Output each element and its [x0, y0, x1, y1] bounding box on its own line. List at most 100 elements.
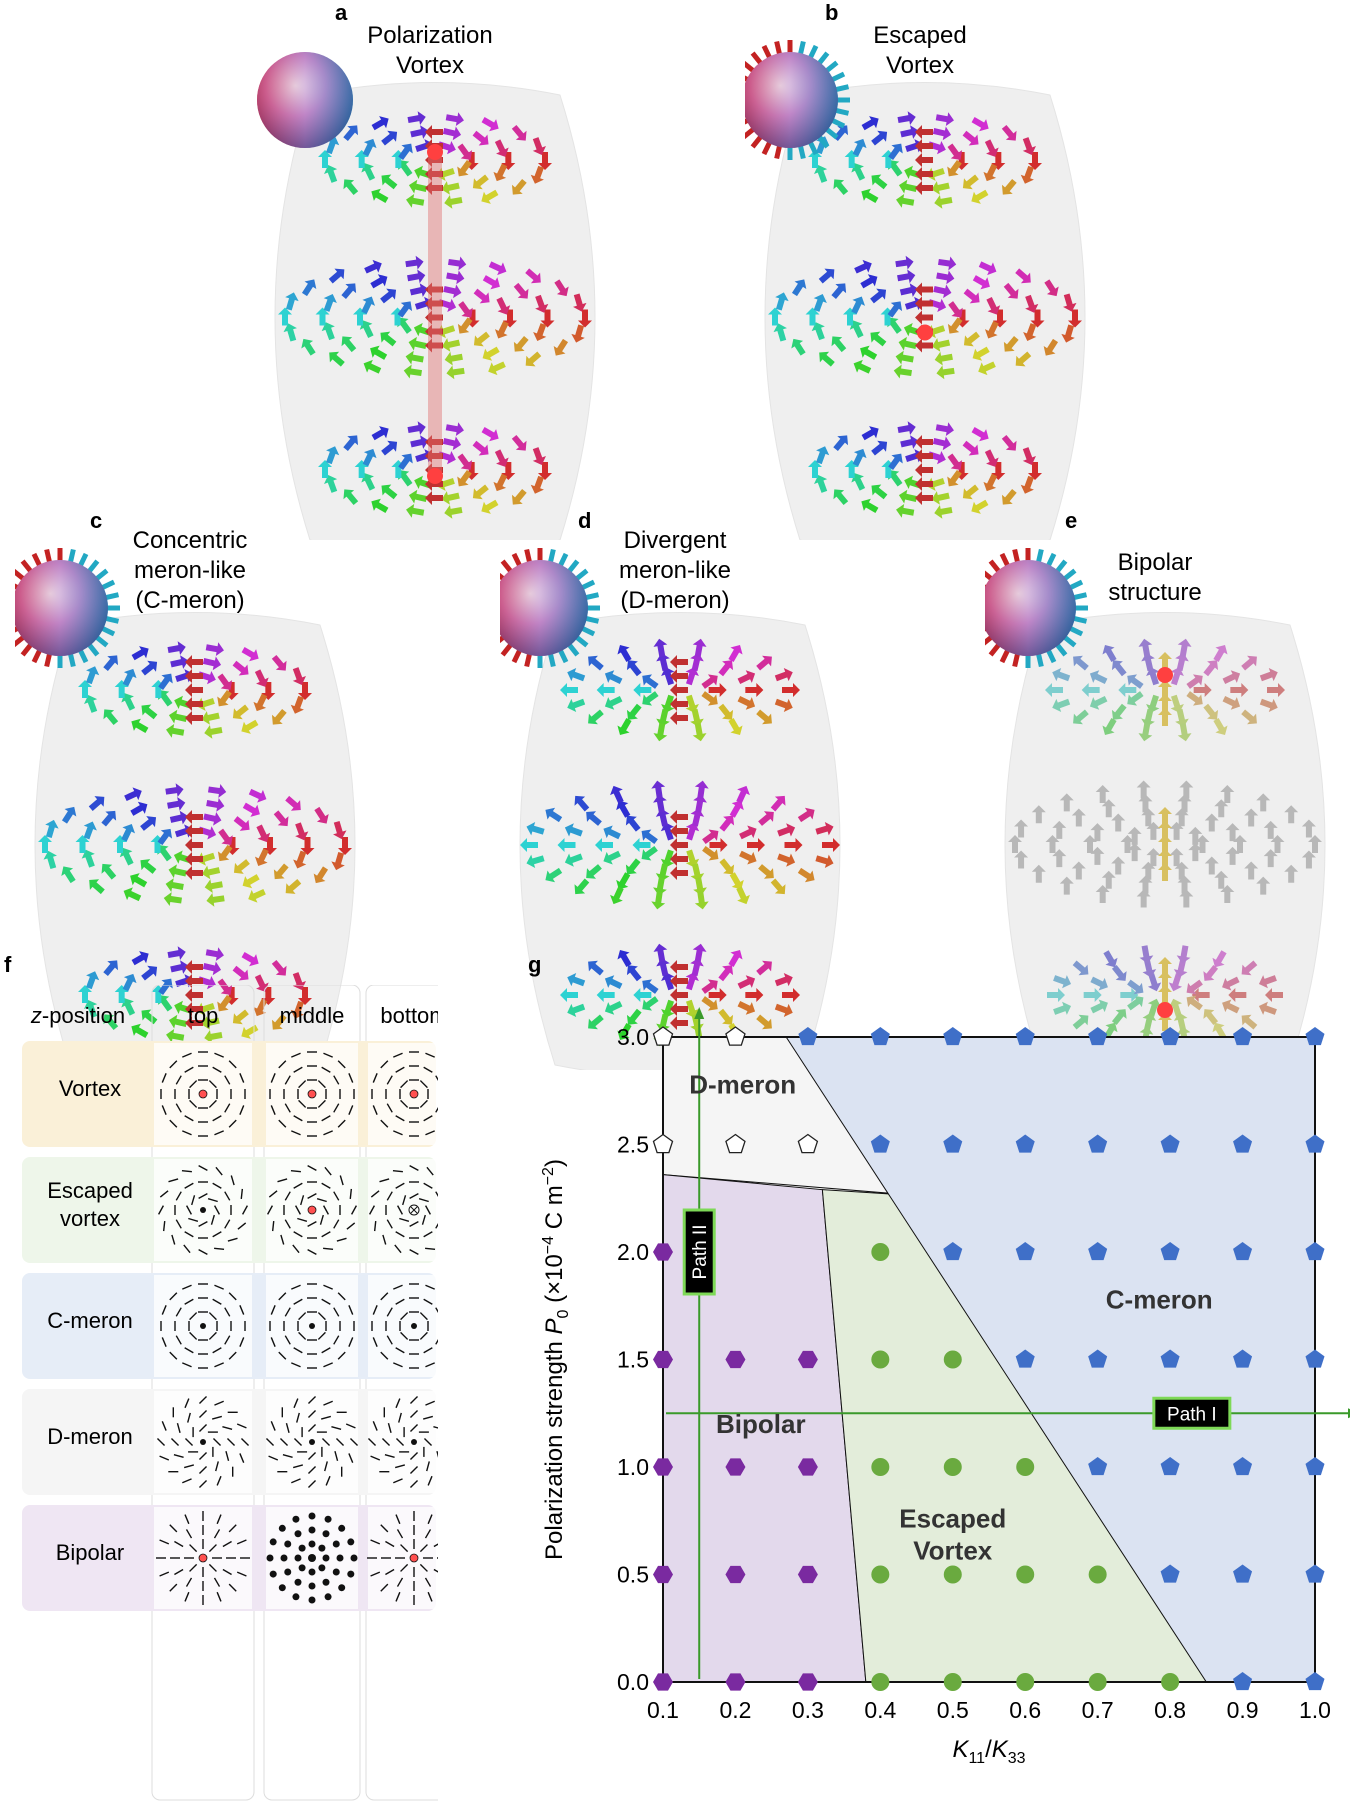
polarization-arrow	[445, 422, 464, 437]
point-c-meron	[1305, 1564, 1325, 1583]
core-arrow	[185, 711, 203, 725]
polarization-arrow	[232, 704, 249, 720]
polarization-arrow	[641, 829, 658, 845]
polarization-arrow	[745, 683, 764, 697]
polarization-arrow	[708, 988, 727, 1002]
polarization-arrow	[692, 943, 707, 963]
polarization-arrow	[101, 863, 117, 880]
point-c-meron	[1305, 1672, 1325, 1691]
polarization-arrow	[38, 835, 52, 853]
polarization-arrow	[381, 130, 398, 146]
core-arrow	[1158, 971, 1172, 989]
core-arrow	[670, 852, 688, 866]
polarization-arrow	[1138, 794, 1153, 813]
polarization-arrow	[1052, 698, 1071, 712]
polarization-arrow	[1141, 861, 1156, 880]
polarization-arrow	[301, 338, 316, 356]
x-tick-label: 0.6	[1009, 1697, 1041, 1723]
cross-section-glyph	[156, 1511, 250, 1605]
droplet-outline	[764, 82, 1086, 540]
table-header-0: z-position	[30, 1003, 125, 1028]
point-escaped-vortex	[943, 1673, 962, 1691]
polarization-arrow	[1188, 826, 1203, 845]
polarization-arrow	[936, 270, 955, 285]
polarization-arrow	[642, 674, 659, 689]
polarization-arrow	[271, 654, 287, 671]
polarization-arrow	[488, 261, 507, 276]
polarization-arrow	[871, 484, 888, 500]
polarization-arrow	[103, 655, 119, 672]
polarization-arrow	[784, 838, 803, 852]
polarization-arrow	[931, 181, 950, 195]
polarization-arrow	[693, 877, 707, 896]
core-arrow	[185, 810, 203, 824]
core-arrow	[915, 435, 933, 449]
polarization-arrow	[441, 338, 461, 352]
core-arrow	[670, 669, 688, 683]
polarization-arrow	[472, 440, 489, 456]
polarization-arrow	[655, 863, 670, 882]
point-escaped-vortex	[871, 1565, 890, 1584]
polarization-arrow	[574, 795, 590, 812]
polarization-arrow	[756, 1014, 772, 1030]
polarization-arrow	[525, 268, 541, 284]
row-label: D-meron	[47, 1424, 133, 1449]
polarization-arrow	[1044, 279, 1059, 297]
point-bipolar	[653, 1243, 673, 1261]
polarization-arrow	[1127, 674, 1144, 689]
polarization-arrow	[1045, 835, 1060, 853]
polarization-arrow	[983, 163, 998, 182]
polarization-arrow	[1203, 1009, 1219, 1026]
polarization-arrow	[770, 795, 786, 812]
polarization-arrow	[482, 275, 500, 290]
polarization-arrow	[861, 116, 879, 131]
polarization-arrow	[457, 143, 473, 160]
polarization-arrow	[701, 674, 718, 689]
polarization-arrow	[1127, 979, 1144, 995]
polarization-arrow	[1258, 975, 1277, 989]
polarization-arrow	[163, 892, 182, 906]
polarization-arrow	[1083, 835, 1097, 853]
polarization-arrow	[596, 683, 615, 697]
polarization-arrow	[1225, 823, 1240, 842]
point-c-meron	[943, 1027, 963, 1046]
polarization-arrow	[407, 269, 426, 284]
polarization-arrow	[971, 117, 989, 132]
polarization-arrow	[926, 477, 945, 491]
polarization-arrow	[370, 274, 388, 289]
polarization-arrow	[167, 946, 186, 961]
polarization-arrow	[165, 878, 184, 892]
point-c-meron	[1305, 1242, 1325, 1261]
polarization-arrow	[782, 683, 800, 697]
polarization-arrow	[737, 695, 756, 710]
polarization-arrow	[1259, 698, 1278, 712]
polarization-arrow	[692, 638, 707, 658]
x-tick-label: 0.1	[647, 1697, 679, 1723]
point-c-meron	[1233, 1672, 1253, 1691]
point-bipolar	[653, 1673, 673, 1691]
polarization-arrow	[818, 268, 835, 284]
polarization-arrow	[596, 988, 615, 1002]
polarization-arrow	[728, 717, 743, 736]
point-c-meron	[1015, 1027, 1035, 1046]
polarization-arrow	[737, 975, 756, 990]
polarization-arrow	[1101, 870, 1116, 889]
core-arrow	[425, 181, 443, 195]
polarization-arrow	[141, 660, 158, 676]
polarization-arrow	[983, 473, 998, 492]
cross-section-glyph	[157, 1164, 249, 1256]
polarization-arrow	[397, 470, 413, 487]
polarization-arrow	[718, 660, 734, 677]
polarization-arrow	[457, 317, 473, 334]
polarization-arrow	[709, 838, 728, 852]
polarization-arrow	[871, 440, 888, 456]
polarization-arrow	[768, 307, 782, 326]
polarization-arrow	[324, 164, 338, 183]
polarization-arrow	[206, 798, 225, 812]
polarization-arrow	[1071, 808, 1086, 827]
polarization-arrow	[285, 879, 302, 894]
point-d-meron	[797, 1133, 819, 1154]
polarization-arrow	[511, 178, 527, 195]
panel-a-structure	[257, 52, 596, 540]
core-arrow	[1158, 985, 1172, 1003]
